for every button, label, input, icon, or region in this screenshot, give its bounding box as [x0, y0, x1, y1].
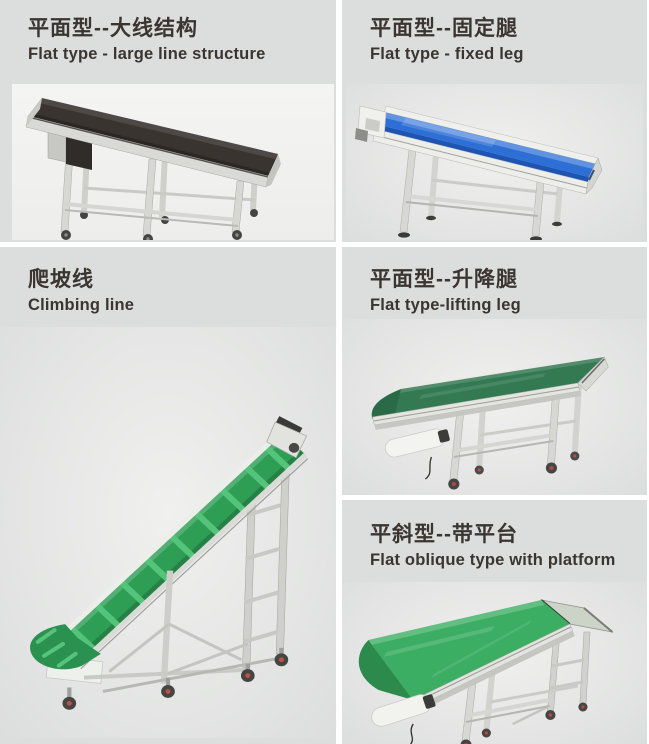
product-photo — [342, 319, 647, 495]
casters — [448, 462, 558, 490]
product-titles: 平面型--升降腿 Flat type-lifting leg — [370, 267, 639, 316]
platform — [540, 599, 614, 633]
product-card-flat-large-line: 平面型--大线结构 Flat type - large line structu… — [0, 0, 336, 242]
ladder-support — [242, 453, 291, 668]
leg-frame — [461, 672, 579, 743]
belt — [358, 600, 575, 712]
leg-frame — [398, 142, 564, 240]
product-titles: 平面型--大线结构 Flat type - large line structu… — [28, 16, 328, 65]
drive-head — [355, 105, 387, 142]
belt — [25, 98, 281, 188]
product-titles: 平斜型--带平台 Flat oblique type with platform — [370, 522, 639, 571]
belt-cleats — [68, 444, 293, 652]
product-title-zh: 平斜型--带平台 — [370, 523, 518, 546]
flat-belt-conveyor-green-illustration — [371, 355, 609, 490]
product-titles: 平面型--固定腿 Flat type - fixed leg — [370, 16, 639, 65]
climbing-conveyor-illustration — [30, 416, 309, 710]
product-card-flat-oblique-platform: 平斜型--带平台 Flat oblique type with platform — [342, 500, 647, 744]
product-photo — [342, 582, 647, 744]
casters — [62, 647, 289, 710]
motor-cable — [424, 456, 433, 480]
product-card-climbing-line: 爬坡线 Climbing line — [0, 247, 336, 744]
product-card-flat-fixed-leg: 平面型--固定腿 Flat type - fixed leg — [342, 0, 647, 242]
product-title-en: Flat type - fixed leg — [370, 45, 524, 64]
product-title-zh: 平面型--升降腿 — [370, 268, 518, 291]
product-title-en: Flat type-lifting leg — [370, 296, 521, 315]
belt-rails — [52, 430, 309, 670]
product-photo — [12, 84, 334, 240]
product-title-zh: 平面型--大线结构 — [28, 17, 198, 40]
flat-belt-conveyor-black-illustration — [25, 98, 281, 240]
infeed-nose — [30, 624, 101, 670]
platform-support — [512, 631, 591, 726]
product-title-zh: 平面型--固定腿 — [370, 17, 518, 40]
flat-belt-conveyor-blue-illustration — [355, 105, 603, 240]
product-photo — [0, 327, 336, 738]
motor — [384, 428, 450, 458]
product-title-en: Flat type - large line structure — [28, 45, 266, 64]
mid-support — [83, 570, 282, 693]
product-title-en: Climbing line — [28, 296, 135, 315]
motor — [371, 694, 436, 727]
casters — [61, 230, 242, 240]
belt — [372, 105, 603, 195]
product-title-en: Flat oblique type with platform — [370, 551, 616, 570]
flat-oblique-conveyor-illustration — [358, 599, 614, 744]
belt — [371, 355, 609, 430]
product-titles: 爬坡线 Climbing line — [28, 267, 328, 316]
product-photo — [346, 84, 643, 240]
product-title-zh: 爬坡线 — [28, 268, 94, 291]
casters — [460, 702, 588, 744]
motor-cable — [409, 723, 414, 744]
head-drive — [266, 416, 308, 459]
product-card-flat-lifting-leg: 平面型--升降腿 Flat type-lifting leg — [342, 247, 647, 495]
